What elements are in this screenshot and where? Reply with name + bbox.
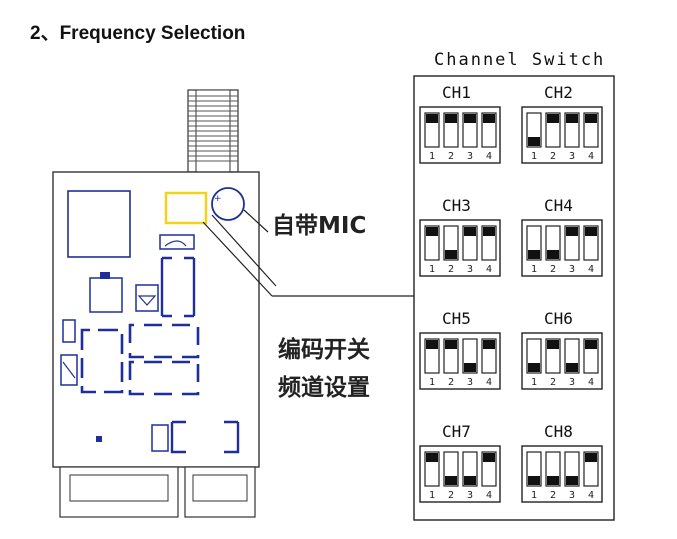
dip-switch-7: 1 2 3 4	[419, 445, 501, 503]
dip-number: 2	[448, 264, 454, 275]
dip-number: 1	[531, 490, 537, 501]
dip-knob-up	[426, 340, 438, 349]
dip-number: 1	[531, 151, 537, 162]
channel-label-4: CH4	[544, 196, 573, 215]
dip-knob-up	[585, 340, 597, 349]
dip-switch-3: 1 2 3 4	[419, 219, 501, 277]
dip-number: 2	[448, 151, 454, 162]
dip-knob-down	[547, 250, 559, 259]
dip-number: 1	[531, 264, 537, 275]
dip-number: 2	[550, 264, 556, 275]
dip-number: 3	[467, 490, 473, 501]
dip-knob-up	[483, 340, 495, 349]
dip-knob-down	[445, 250, 457, 259]
dip-knob-up	[585, 114, 597, 123]
dip-number: 1	[429, 264, 435, 275]
dip-knob-up	[566, 114, 578, 123]
dip-number: 4	[486, 490, 492, 501]
dip-number: 3	[569, 377, 575, 388]
dip-knob-down	[547, 476, 559, 485]
dip-knob-up	[426, 114, 438, 123]
dip-knob-up	[426, 227, 438, 236]
dip-number: 4	[486, 377, 492, 388]
dip-knob-down	[528, 250, 540, 259]
dip-knob-up	[585, 227, 597, 236]
dip-number: 1	[429, 377, 435, 388]
dip-knob-up	[483, 453, 495, 462]
svg-text:+: +	[214, 194, 222, 204]
channel-label-6: CH6	[544, 309, 573, 328]
dip-knob-up	[547, 340, 559, 349]
mic-component	[211, 187, 245, 221]
dip-knob-down	[528, 476, 540, 485]
channel-label-3: CH3	[442, 196, 471, 215]
page-title: 2、Frequency Selection	[30, 23, 246, 44]
dip-knob-up	[547, 114, 559, 123]
dip-number: 3	[569, 151, 575, 162]
dip-number: 2	[550, 377, 556, 388]
dip-knob-up	[585, 453, 597, 462]
dip-switch-5: 1 2 3 4	[419, 332, 501, 390]
dip-number: 2	[448, 490, 454, 501]
dip-number: 2	[448, 377, 454, 388]
channel-label-7: CH7	[442, 422, 471, 441]
channel-label-1: CH1	[442, 83, 471, 102]
dip-switch-2: 1 2 3 4	[521, 106, 603, 164]
channel-label-5: CH5	[442, 309, 471, 328]
dip-number: 1	[429, 151, 435, 162]
dip-number: 3	[569, 264, 575, 275]
dip-knob-up	[426, 453, 438, 462]
dip-number: 2	[550, 151, 556, 162]
dip-knob-down	[445, 476, 457, 485]
dip-knob-down	[464, 363, 476, 372]
mic-callout-label: 自带MIC	[272, 213, 367, 239]
channel-label-2: CH2	[544, 83, 573, 102]
dip-knob-down	[464, 476, 476, 485]
antenna-connector	[187, 89, 239, 173]
dip-number: 4	[588, 377, 594, 388]
dip-knob-up	[464, 114, 476, 123]
dip-number: 4	[588, 490, 594, 501]
dip-number: 4	[588, 151, 594, 162]
channel-label-8: CH8	[544, 422, 573, 441]
dip-number: 3	[569, 490, 575, 501]
switch-callout-line2: 频道设置	[278, 375, 370, 401]
dip-knob-down	[528, 137, 540, 146]
dip-number: 4	[588, 264, 594, 275]
pcb-board: +	[52, 171, 260, 518]
dip-number: 4	[486, 264, 492, 275]
dip-switch-layer: 1 2 3 4 1 2 3 4 1 2 3 4 1 2 3 4 1 2 3 4 1 2 3 4 1 2 3 4 1 2 3 4	[419, 106, 603, 503]
dip-number: 3	[467, 377, 473, 388]
dip-knob-down	[566, 363, 578, 372]
dip-knob-up	[566, 227, 578, 236]
dip-switch-highlight	[164, 191, 208, 225]
switch-callout-line1: 编码开关	[278, 337, 370, 363]
dip-number: 1	[429, 490, 435, 501]
dip-number: 1	[531, 377, 537, 388]
callout-lines	[202, 209, 414, 297]
dip-knob-up	[464, 227, 476, 236]
dip-switch-4: 1 2 3 4	[521, 219, 603, 277]
dip-knob-up	[483, 114, 495, 123]
dip-knob-down	[566, 476, 578, 485]
dip-knob-up	[445, 340, 457, 349]
dip-switch-6: 1 2 3 4	[521, 332, 603, 390]
dip-number: 4	[486, 151, 492, 162]
dip-switch-8: 1 2 3 4	[521, 445, 603, 503]
dip-knob-down	[528, 363, 540, 372]
dip-number: 3	[467, 264, 473, 275]
channel-switch-title: Channel Switch	[434, 50, 606, 70]
dip-number: 3	[467, 151, 473, 162]
dip-switch-1: 1 2 3 4	[419, 106, 501, 164]
dip-knob-up	[483, 227, 495, 236]
dip-knob-up	[445, 114, 457, 123]
dip-number: 2	[550, 490, 556, 501]
